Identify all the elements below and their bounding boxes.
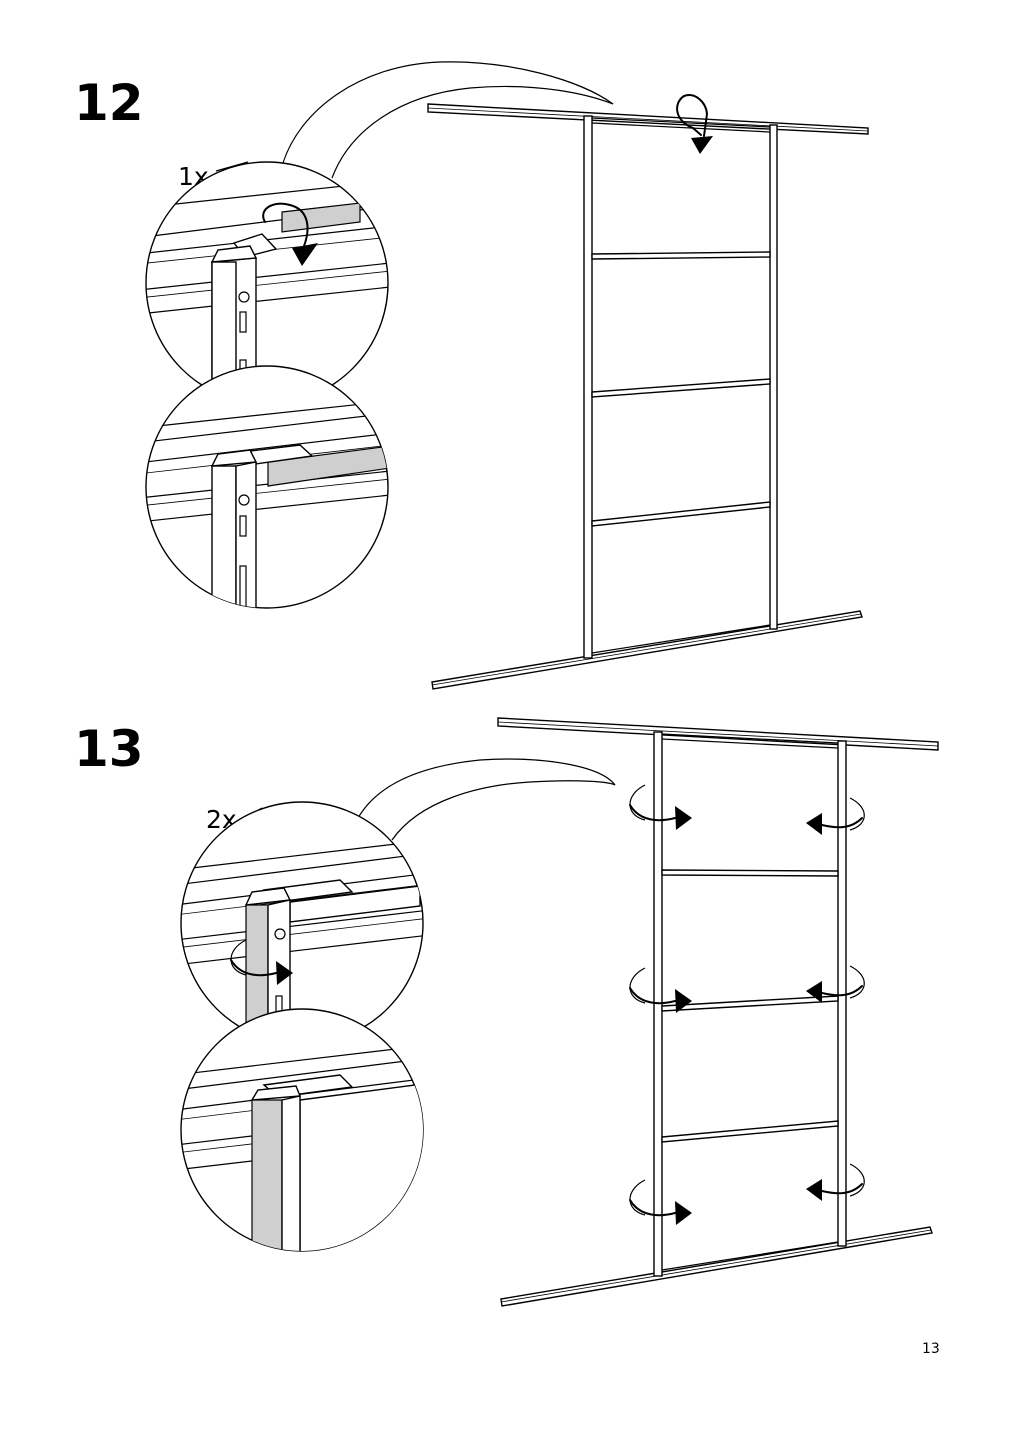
step-number: 13: [74, 720, 144, 778]
bottom-rail: [431, 610, 863, 690]
rotate-arrow-icon: [629, 1179, 692, 1225]
rotate-arrow-icon: [629, 784, 692, 830]
detail-circle: [180, 1008, 424, 1252]
page-number: 13: [922, 1341, 940, 1357]
callout-line: [331, 85, 614, 179]
detail-circle: [145, 365, 389, 609]
bottom-rail: [500, 1226, 933, 1307]
step12-illustration: [145, 61, 869, 690]
door-frame: [583, 115, 778, 659]
callout-line: [357, 758, 616, 819]
callout-line: [391, 780, 616, 841]
top-rail: [497, 717, 939, 751]
rotate-arrow-icon: [629, 967, 692, 1013]
rotate-arrow-icon: [806, 797, 865, 835]
step13-illustration: [180, 717, 939, 1307]
rotate-arrow-icon: [676, 94, 713, 154]
step-number: 12: [74, 74, 144, 132]
detail-circle: [180, 801, 424, 1045]
callout-line: [282, 61, 614, 164]
rotate-arrow-icon: [806, 1163, 865, 1201]
top-rail: [427, 103, 869, 135]
rotate-arrow-icon: [806, 965, 865, 1003]
